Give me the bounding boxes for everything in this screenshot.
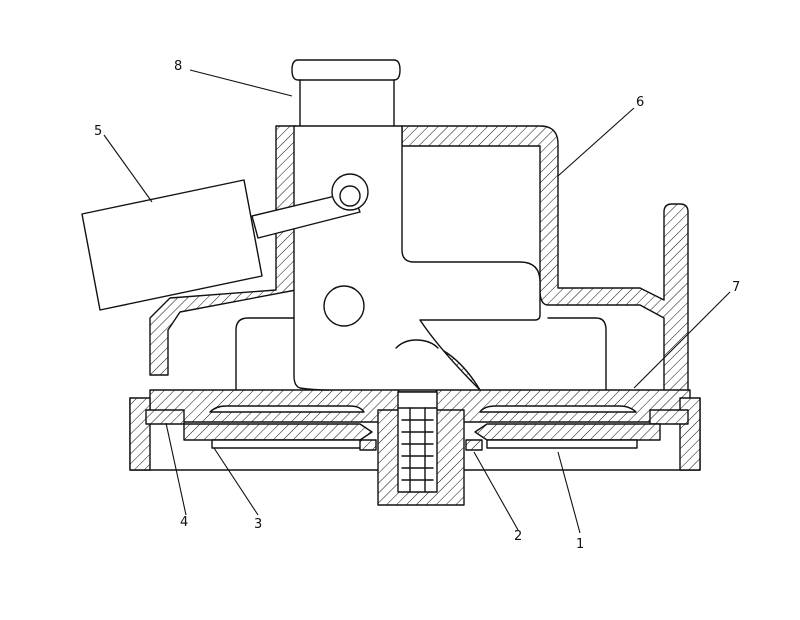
inner-pockets [235, 317, 607, 391]
callout-4: 4 [180, 515, 188, 530]
central-hub [377, 377, 465, 506]
callout-1: 1 [576, 537, 584, 552]
leader-lines [103, 69, 731, 534]
callouts: 1 2 3 4 5 6 7 8 [94, 59, 740, 552]
drive-shaft [291, 59, 401, 127]
callout-2: 2 [514, 529, 522, 544]
callout-7: 7 [732, 280, 740, 295]
actuator-rod [251, 173, 369, 239]
left-diaphragm-plate [183, 405, 377, 451]
right-diaphragm-plate [465, 405, 661, 451]
callout-3: 3 [254, 517, 262, 532]
callout-8: 8 [174, 59, 182, 74]
housing-upper-right-wall [401, 125, 689, 396]
callout-6: 6 [636, 95, 644, 110]
hub-spring [397, 407, 438, 493]
actuator-body [81, 179, 263, 311]
left-clamp-ring [145, 409, 185, 425]
right-clamp-ring [649, 409, 689, 425]
callout-5: 5 [94, 124, 102, 139]
inner-core [293, 125, 541, 391]
